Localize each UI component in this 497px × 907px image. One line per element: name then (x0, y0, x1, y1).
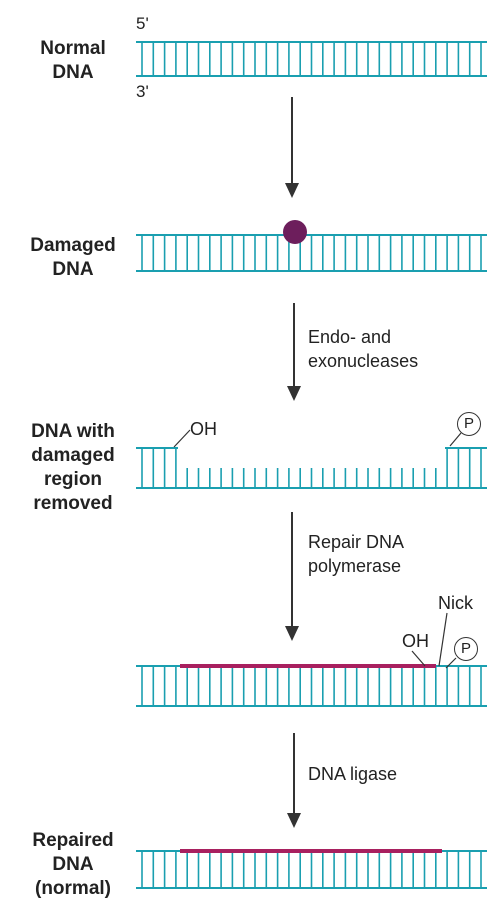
step-label-nucleases: Endo- and exonucleases (308, 325, 418, 373)
stage-label-repaired: Repaired DNA (normal) (3, 829, 143, 901)
oh-label: OH (190, 419, 217, 439)
arrow-4 (287, 733, 301, 828)
oh-nick-label: OH (402, 631, 429, 651)
dna-lesion (283, 220, 307, 244)
excised-dna-duplex (136, 447, 487, 489)
nick-label: Nick (438, 593, 473, 613)
three-prime-label: 3' (136, 82, 149, 101)
oh-nick-leader-line (411, 650, 426, 667)
stage-label-normal: Normal DNA (3, 37, 143, 85)
phosphate-label: P (457, 412, 481, 436)
polymerized-dna-duplex (136, 664, 487, 707)
five-prime-label: 5' (136, 14, 149, 33)
stage-label-line: Repaired (32, 830, 114, 851)
stage-label-damaged: Damaged DNA (3, 234, 143, 282)
step-label-line: exonucleases (308, 351, 419, 371)
step-label-line: Repair DNA (308, 532, 405, 552)
nick-pointer-line (438, 612, 448, 667)
step-label-line: DNA ligase (308, 764, 398, 784)
arrow-1 (285, 97, 299, 198)
stage-label-line: (normal) (35, 878, 111, 899)
stage-label-removed: DNA with damaged region removed (3, 420, 143, 516)
oh-leader-line (173, 429, 191, 448)
stage-label-line: DNA (52, 854, 94, 875)
stage-label-line: region (43, 469, 103, 490)
stage-label-line: DNA with (31, 421, 115, 442)
stage-label-line: DNA (52, 259, 94, 280)
step-label-line: Endo- and (308, 327, 392, 347)
arrow-2 (287, 303, 301, 401)
stage-label-line: Damaged (30, 235, 116, 256)
stage-label-line: DNA (52, 62, 94, 83)
repaired-dna-duplex (136, 849, 487, 889)
arrow-3 (285, 512, 299, 641)
p-leader-line (449, 432, 462, 447)
stage-label-line: removed (33, 493, 113, 514)
step-label-polymerase: Repair DNA polymerase (308, 530, 404, 578)
step-label-ligase: DNA ligase (308, 762, 397, 786)
phosphate-nick-label: P (454, 637, 478, 661)
stage-label-line: Normal (40, 38, 106, 59)
step-label-line: polymerase (308, 556, 402, 576)
stage-label-line: damaged (31, 445, 115, 466)
normal-dna-duplex (136, 41, 487, 77)
p-nick-leader-line (445, 657, 457, 669)
damaged-dna-duplex (136, 234, 487, 272)
